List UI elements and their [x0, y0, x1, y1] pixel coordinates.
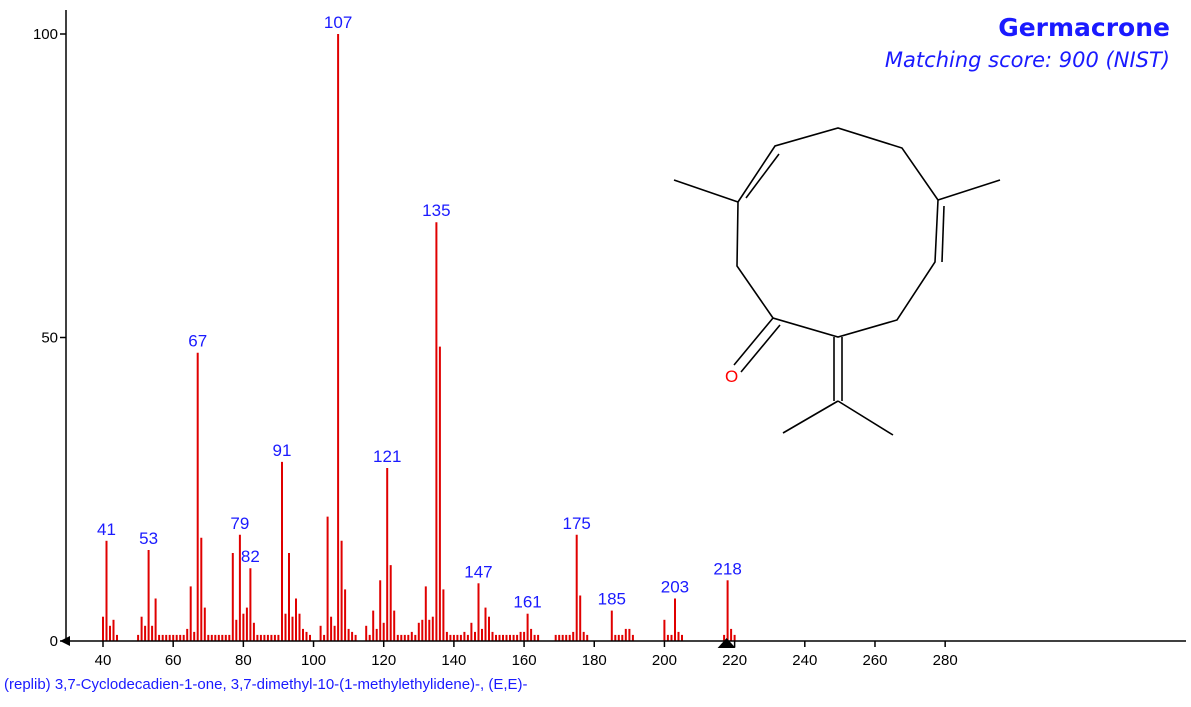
structure-carbonyl-bond	[740, 324, 781, 373]
matching-score: Matching score: 900 (NIST)	[884, 48, 1170, 72]
compound-name: Germacrone	[998, 13, 1170, 42]
peak-label: 53	[139, 529, 158, 548]
y-tick-label: 50	[41, 330, 58, 347]
structure-methyl-bond	[837, 400, 894, 436]
x-tick-label: 100	[301, 652, 326, 669]
peak-label: 107	[324, 13, 352, 32]
peak-label: 147	[464, 562, 492, 581]
peak-label: 135	[422, 201, 450, 220]
peak-label: 175	[563, 514, 591, 533]
structure-carbonyl-bond	[733, 317, 774, 366]
x-tick-label: 200	[652, 652, 677, 669]
peak-label: 79	[230, 514, 249, 533]
peak-label: 41	[97, 520, 116, 539]
peak-label: 161	[513, 593, 541, 612]
peak-labels: 41 53 67 79 82 91 107 121 135 147 161 175 185 203 218	[97, 13, 742, 612]
y-tick-label: 100	[33, 26, 58, 43]
peak-label: 185	[598, 590, 626, 609]
structure-ring-bond	[736, 127, 939, 338]
structure-double-bond	[941, 205, 945, 263]
x-tick-label: 60	[165, 652, 182, 669]
structure-methyl-bond	[673, 179, 739, 203]
structure-methyl-bond	[937, 179, 1001, 201]
molecule-structure: O	[673, 127, 1001, 436]
y-tick-label: 0	[50, 633, 58, 650]
peak-label: 121	[373, 447, 401, 466]
x-tick-label: 40	[95, 652, 112, 669]
x-tick-label: 240	[792, 652, 817, 669]
structure-double-bond	[745, 153, 780, 199]
peak-label: 218	[713, 559, 741, 578]
peak-label: 203	[661, 578, 689, 597]
x-tick-label: 140	[441, 652, 466, 669]
x-tick-label: 220	[722, 652, 747, 669]
x-tick-label: 160	[512, 652, 537, 669]
x-tick-label: 280	[933, 652, 958, 669]
chart-axes: 0 50 100 40 60 80 100 120 140 160 180 200 220 240 260 2…	[33, 10, 1186, 669]
molecular-ion-marker	[717, 638, 736, 648]
spectrum-peaks	[102, 34, 736, 641]
peak-label: 67	[188, 332, 207, 351]
x-tick-label: 120	[371, 652, 396, 669]
x-tick-label: 180	[582, 652, 607, 669]
x-tick-label: 260	[862, 652, 887, 669]
x-tick-label: 80	[235, 652, 252, 669]
peak-label: 82	[241, 547, 260, 566]
library-entry-caption: (replib) 3,7-Cyclodecadien-1-one, 3,7-di…	[4, 676, 528, 693]
structure-oxygen-label: O	[725, 367, 738, 386]
structure-methyl-bond	[782, 400, 839, 434]
peak-label: 91	[272, 441, 291, 460]
